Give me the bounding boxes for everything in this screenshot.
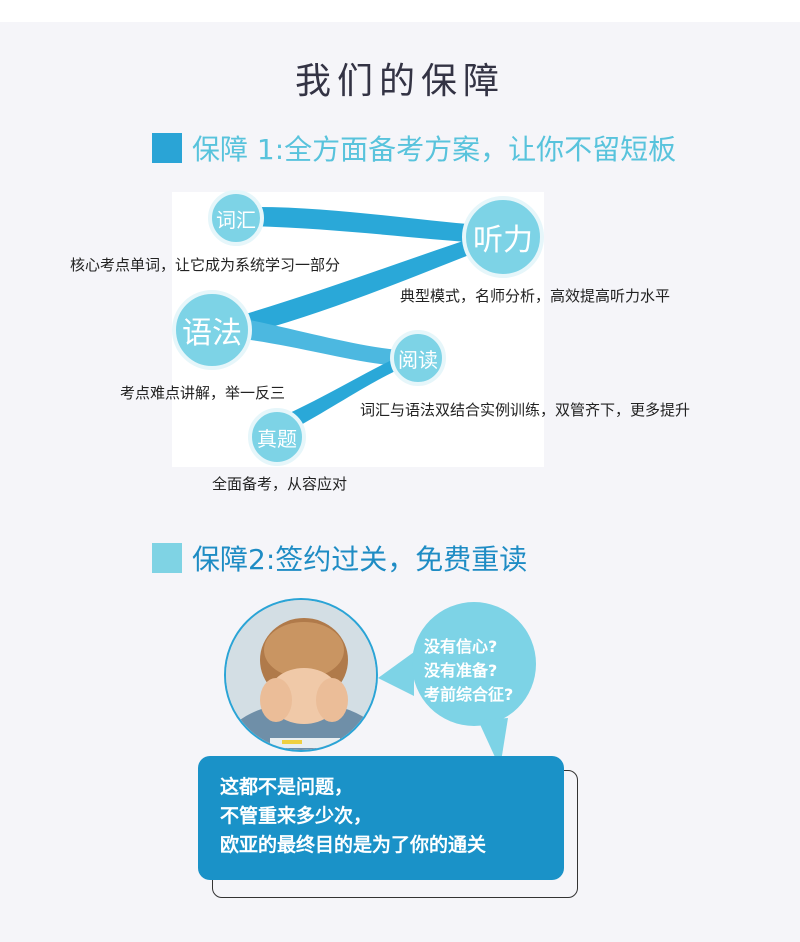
- stressed-child-photo: [224, 598, 378, 752]
- section2-heading: 保障2:签约过关，免费重读: [152, 538, 527, 578]
- desc-vocab: 核心考点单词，让它成为系统学习一部分: [70, 256, 341, 274]
- square-marker-icon: [152, 133, 182, 163]
- question-line: 没有准备?: [424, 661, 498, 680]
- ribbon-grammar-listening: [232, 236, 482, 336]
- desc-grammar: 考点难点讲解，举一反三: [120, 384, 286, 402]
- top-band: [0, 0, 800, 22]
- question-line: 考前综合征?: [424, 685, 514, 704]
- child-illustration-icon: [226, 600, 376, 750]
- page-title: 我们的保障: [294, 61, 505, 102]
- question-line: 没有信心?: [424, 637, 498, 656]
- bubble-listening: 听力: [462, 196, 544, 278]
- section1-heading: 保障 1:全方面备考方案，让你不留短板: [152, 128, 676, 168]
- message-box: [198, 756, 564, 880]
- section2-heading-text: 保障2:签约过关，免费重读: [192, 543, 528, 576]
- desc-listening: 典型模式，名师分析，高效提高听力水平: [400, 287, 671, 305]
- ribbon-exam-reading: [274, 356, 406, 434]
- desc-reading: 词汇与语法双结合实例训练，双管齐下，更多提升: [360, 401, 691, 419]
- section1-heading-text: 保障 1:全方面备考方案，让你不留短板: [192, 133, 677, 166]
- bubble-vocab: 词汇: [208, 190, 264, 246]
- square-marker-icon: [152, 543, 182, 573]
- bubble-exam: 真题: [248, 408, 306, 466]
- message-line: 不管重来多少次，: [220, 805, 373, 827]
- ribbon-grammar-reading: [236, 318, 398, 366]
- bubble-reading: 阅读: [390, 330, 446, 386]
- desc-exam: 全面备考，从容应对: [212, 475, 348, 493]
- message-line: 这都不是问题，: [220, 776, 354, 798]
- ribbon-vocab-listening: [248, 206, 480, 243]
- message-line: 欧亚的最终目的是为了你的通关: [220, 834, 487, 856]
- bubble-grammar: 语法: [172, 290, 252, 370]
